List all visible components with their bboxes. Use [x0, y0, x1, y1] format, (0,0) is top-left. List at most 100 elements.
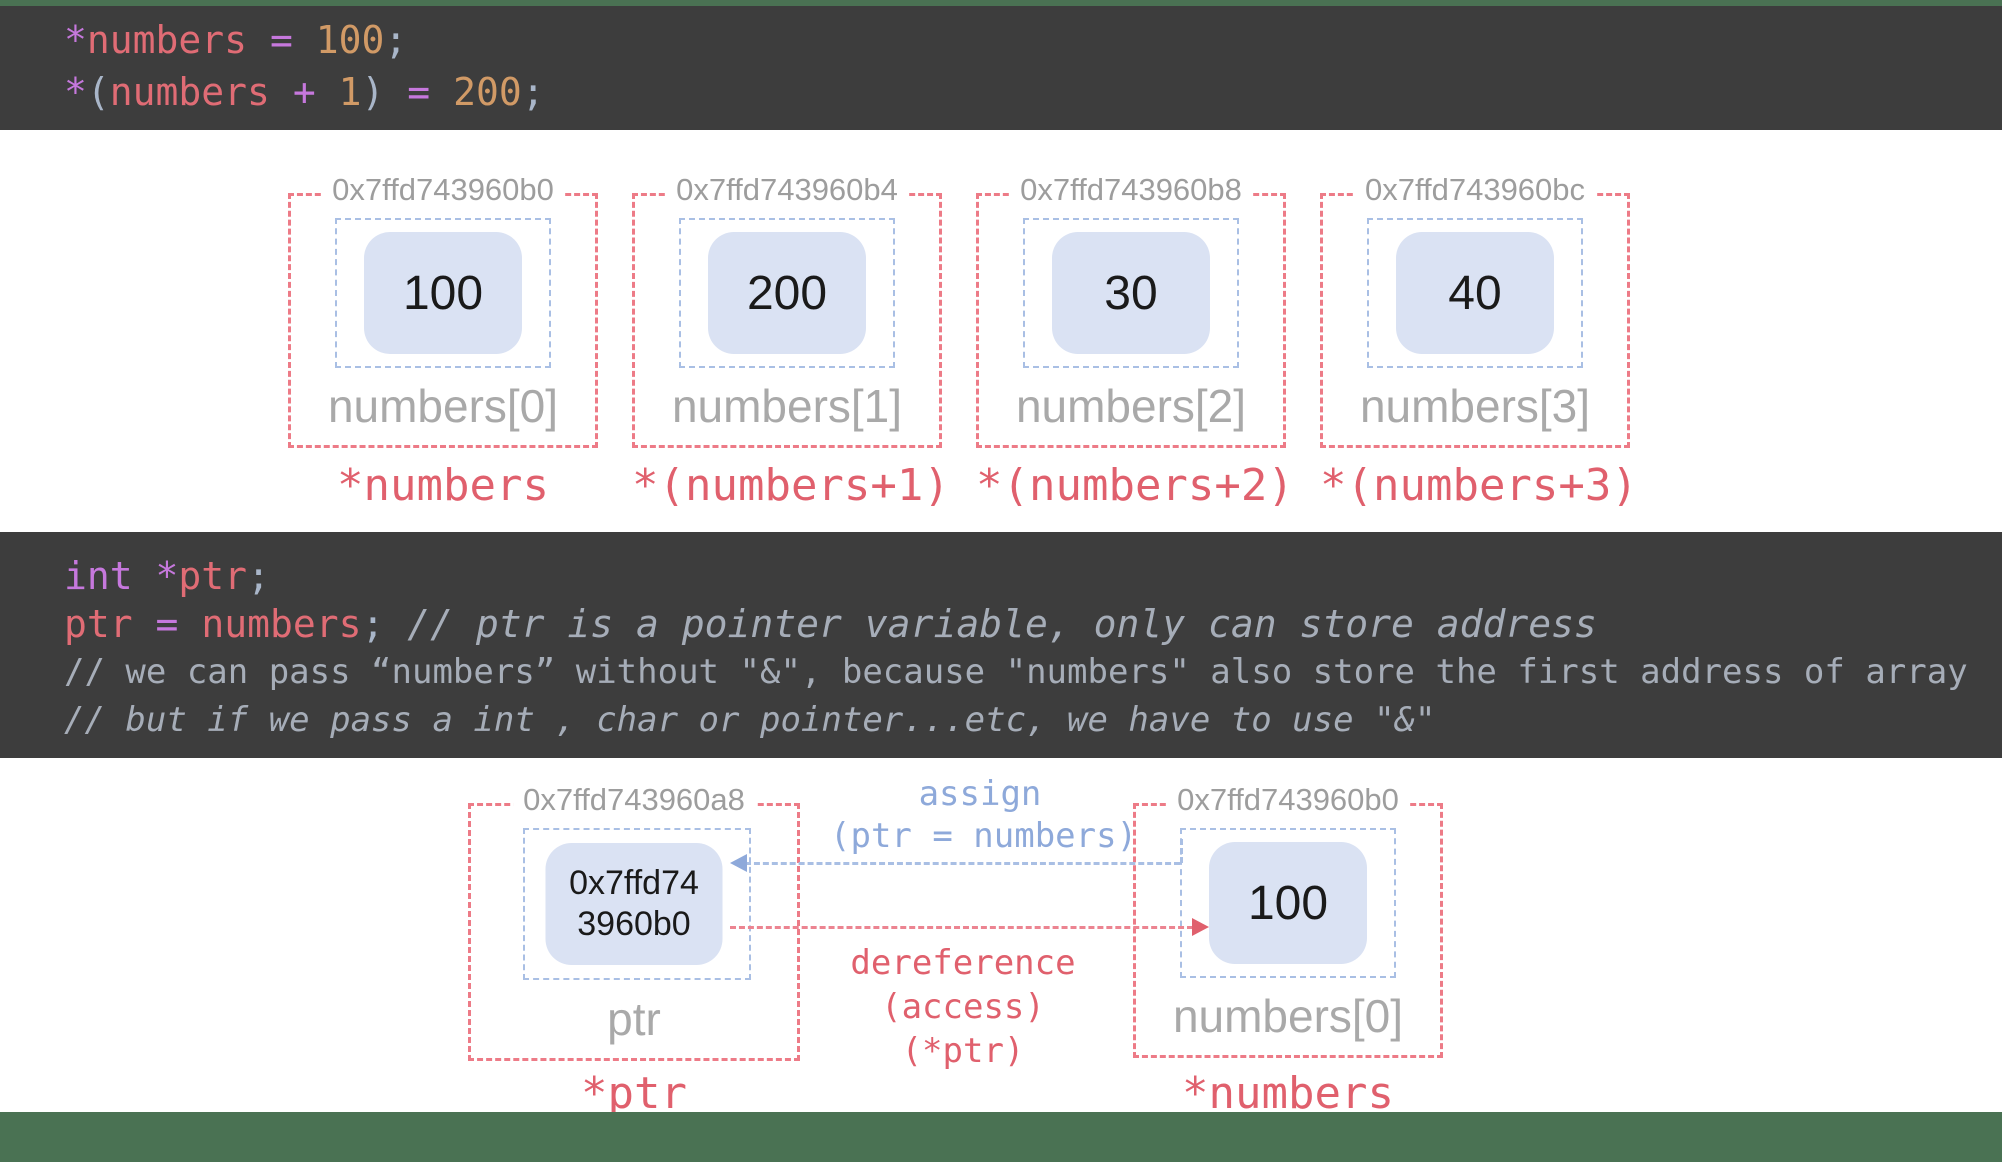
dereference-label: dereference (access) (*ptr): [810, 941, 1116, 1073]
cell-name-label: numbers[0]: [1172, 990, 1404, 1042]
bottom-accent-bar: [0, 1112, 2002, 1162]
cell-name-label: numbers[1]: [671, 380, 903, 432]
cell-inner-frame: [679, 218, 895, 368]
cell-value-box: 200: [708, 232, 866, 354]
dereference-label-line3: (*ptr): [901, 1031, 1025, 1071]
assign-label: assign (ptr = numbers): [830, 773, 1138, 857]
assign-arrow-elbow: [1180, 839, 1183, 863]
cell-value: 100: [1247, 876, 1329, 930]
pointer-expression: *(numbers+1): [632, 460, 950, 511]
code-token: ): [361, 70, 385, 114]
code-token: [178, 602, 201, 646]
code-token: // we can pass “numbers” without "&", be…: [64, 652, 1968, 692]
assign-label-line2: (ptr = numbers): [830, 816, 1138, 856]
pointer-expression: *numbers: [337, 460, 549, 511]
cell-inner-frame: [1367, 218, 1583, 368]
code-token: ptr: [64, 602, 133, 646]
cell-value: 3960b0: [577, 905, 691, 943]
numbers-expression: *numbers: [1182, 1068, 1394, 1119]
pointer-expression: *(numbers+2): [976, 460, 1294, 511]
cell-value: 0x7ffd74: [569, 864, 699, 902]
top-accent-bar: [0, 0, 2002, 6]
cell-inner-frame: [335, 218, 551, 368]
numbers0-cell-slot: 0x7ffd743960b0 100 numbers[0]: [1133, 782, 1443, 1058]
dereference-arrow-line: [730, 926, 1193, 929]
code-token: [133, 554, 156, 598]
cell-address: 0x7ffd743960b0: [1167, 782, 1409, 818]
code-token: ;: [521, 70, 545, 114]
code-line: // we can pass “numbers” without "&", be…: [64, 648, 2002, 696]
assign-arrowhead-icon: [730, 854, 747, 872]
code-token: [384, 70, 407, 114]
numbers0-cell: 0x7ffd743960b0 100 numbers[0]: [1133, 782, 1443, 1058]
cell-value: 100: [402, 266, 484, 320]
cell-value-box: 100: [1209, 842, 1367, 964]
code-token: // but if we pass a int , char or pointe…: [64, 700, 1436, 740]
cell-name-label: numbers[3]: [1359, 380, 1591, 432]
cell-inner-frame: [1023, 218, 1239, 368]
cell-address: 0x7ffd743960b8: [1010, 172, 1252, 208]
code-token: (: [86, 70, 110, 114]
cell-inner-frame: [1180, 828, 1396, 978]
cell-address: 0x7ffd743960b4: [666, 172, 908, 208]
cell-value-box: 40: [1396, 232, 1554, 354]
code-token: =: [155, 602, 179, 646]
cell-name-label: numbers[2]: [1015, 380, 1247, 432]
code-token: [316, 70, 339, 114]
code-token: [430, 70, 453, 114]
cell-value: 40: [1448, 266, 1502, 320]
code-token: *: [64, 70, 87, 114]
pointer-expressions-row: *numbers *(numbers+1) *(numbers+2) *(number…: [288, 460, 1638, 511]
code-token: // ptr is a pointer variable, only can s…: [407, 602, 1597, 646]
code-token: [293, 18, 316, 62]
pointer-expression: *(numbers+3): [1320, 460, 1638, 511]
code-token: [384, 602, 407, 646]
memory-cell-numbers-2: 0x7ffd743960b8 30 numbers[2]: [976, 172, 1286, 448]
ptr-expression: *ptr: [581, 1068, 687, 1119]
code-line: *numbers = 100;: [64, 14, 2002, 66]
code-token: [247, 18, 270, 62]
dereference-arrowhead-icon: [1192, 918, 1209, 936]
code-token: =: [269, 18, 293, 62]
memory-cell-numbers-0: 0x7ffd743960b0 100 numbers[0]: [288, 172, 598, 448]
memory-cell-numbers-3: 0x7ffd743960bc 40 numbers[3]: [1320, 172, 1630, 448]
code-line: // but if we pass a int , char or pointe…: [64, 696, 2002, 744]
cell-address: 0x7ffd743960bc: [1354, 172, 1596, 208]
code-token: numbers: [109, 70, 270, 114]
memory-cell-numbers-1: 0x7ffd743960b4 200 numbers[1]: [632, 172, 942, 448]
code-token: ;: [361, 602, 385, 646]
code-token: int: [64, 554, 133, 598]
code-token: 200: [453, 70, 522, 114]
cell-inner-frame: [523, 828, 751, 980]
code-block-assignment: *numbers = 100;*(numbers + 1) = 200;: [0, 6, 2002, 130]
cell-value-box: 100: [364, 232, 522, 354]
code-token: [270, 70, 293, 114]
cell-address: 0x7ffd743960b0: [322, 172, 564, 208]
code-token: ;: [247, 554, 270, 598]
code-token: ;: [384, 18, 408, 62]
cell-address: 0x7ffd743960a8: [513, 782, 755, 818]
code-token: 1: [338, 70, 362, 114]
dereference-label-line1: dereference: [850, 943, 1076, 983]
code-token: numbers: [201, 602, 362, 646]
code-token: *: [155, 554, 179, 598]
code-line: int *ptr;: [64, 552, 2002, 600]
code-token: [133, 602, 156, 646]
code-token: +: [292, 70, 316, 114]
code-token: ptr: [178, 554, 248, 598]
cell-name-label: numbers[0]: [327, 380, 559, 432]
assign-label-line1: assign: [918, 774, 1042, 814]
cell-value: 200: [746, 266, 828, 320]
code-token: *: [64, 18, 87, 62]
code-token: numbers: [86, 18, 248, 62]
cell-value: 30: [1104, 266, 1158, 320]
assign-arrow-line: [745, 862, 1180, 865]
cell-name-label: ptr: [607, 993, 661, 1045]
code-token: =: [407, 70, 431, 114]
